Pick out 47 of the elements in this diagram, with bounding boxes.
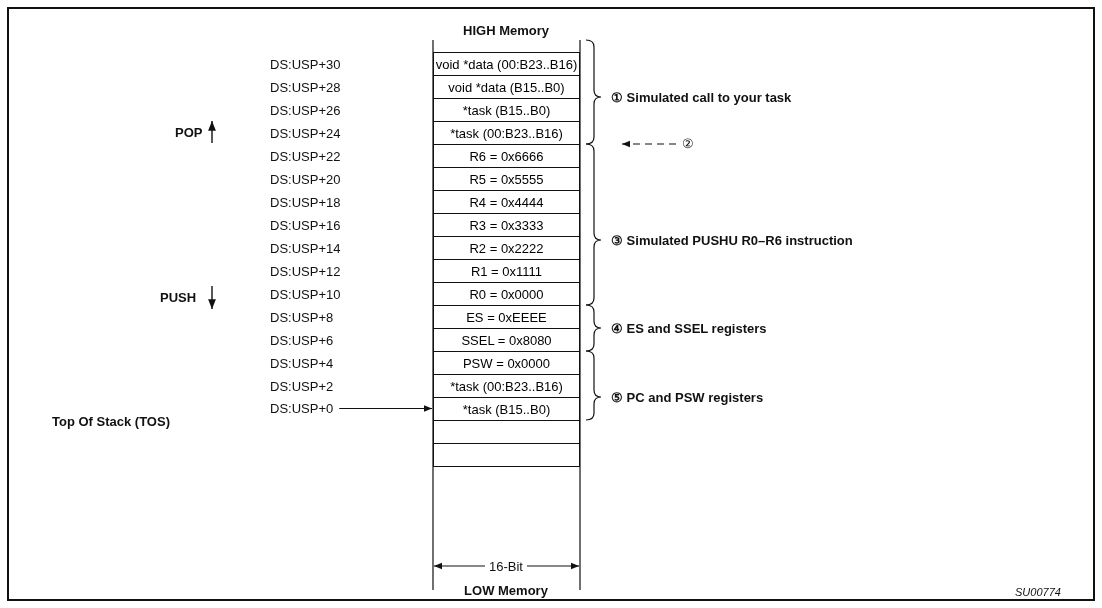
stack-cell: *task (00:B23..B16) — [433, 121, 580, 145]
address-label: DS:USP+22 — [270, 148, 341, 163]
stack-cell: R4 = 0x4444 — [433, 190, 580, 214]
address-label: DS:USP+14 — [270, 240, 341, 255]
heading: LOW Memory — [464, 582, 548, 598]
stack-cell: R0 = 0x0000 — [433, 282, 580, 306]
annotation: ④ ES and SSEL registers — [611, 320, 767, 336]
arrow — [338, 405, 433, 412]
address-label: DS:USP+30 — [270, 56, 341, 71]
stack-cell: ES = 0xEEEE — [433, 305, 580, 329]
figure-number: SU00774 — [1015, 586, 1061, 598]
direction-label: POP — [175, 124, 203, 140]
heading: HIGH Memory — [463, 22, 549, 38]
stack-cell: R6 = 0x6666 — [433, 144, 580, 168]
annotation: ⑤ PC and PSW registers — [611, 389, 764, 405]
stack-cell: R5 = 0x5555 — [433, 167, 580, 191]
stack-cell: *task (B15..B0) — [433, 98, 580, 122]
stack-cell: void *data (00:B23..B16) — [433, 52, 580, 76]
annotation: ③ Simulated PUSHU R0–R6 instruction — [611, 232, 853, 248]
address-label: DS:USP+26 — [270, 102, 341, 117]
stack-cell — [433, 443, 580, 467]
stack-cell: void *data (B15..B0) — [433, 75, 580, 99]
address-label: DS:USP+4 — [270, 355, 334, 370]
address-label: DS:USP+16 — [270, 217, 341, 232]
stack-cell: PSW = 0x0000 — [433, 351, 580, 375]
stack-cell: R3 = 0x3333 — [433, 213, 580, 237]
callout-number: ② — [682, 136, 694, 152]
address-label: DS:USP+18 — [270, 194, 341, 209]
address-label: DS:USP+20 — [270, 171, 341, 186]
direction-label: PUSH — [160, 289, 197, 305]
address-label: DS:USP+28 — [270, 79, 341, 94]
address-label: DS:USP+12 — [270, 263, 341, 278]
annotation: ① Simulated call to your task — [611, 89, 792, 105]
address-label: DS:USP+8 — [270, 309, 334, 324]
arrow — [621, 140, 677, 148]
address-label: DS:USP+6 — [270, 332, 334, 347]
address-label: DS:USP+10 — [270, 286, 341, 301]
pointer-label: Top Of Stack (TOS) — [52, 413, 170, 429]
stack-cell: R2 = 0x2222 — [433, 236, 580, 260]
address-label: DS:USP+0 — [270, 400, 334, 417]
stack-cell: SSEL = 0x8080 — [433, 328, 580, 352]
stack-cell — [433, 420, 580, 444]
stack-cell: R1 = 0x1111 — [433, 259, 580, 283]
address-label: DS:USP+2 — [270, 378, 334, 393]
address-label: DS:USP+24 — [270, 125, 341, 140]
stack-cell: *task (00:B23..B16) — [433, 374, 580, 398]
stack-cell: *task (B15..B0) — [433, 397, 580, 421]
